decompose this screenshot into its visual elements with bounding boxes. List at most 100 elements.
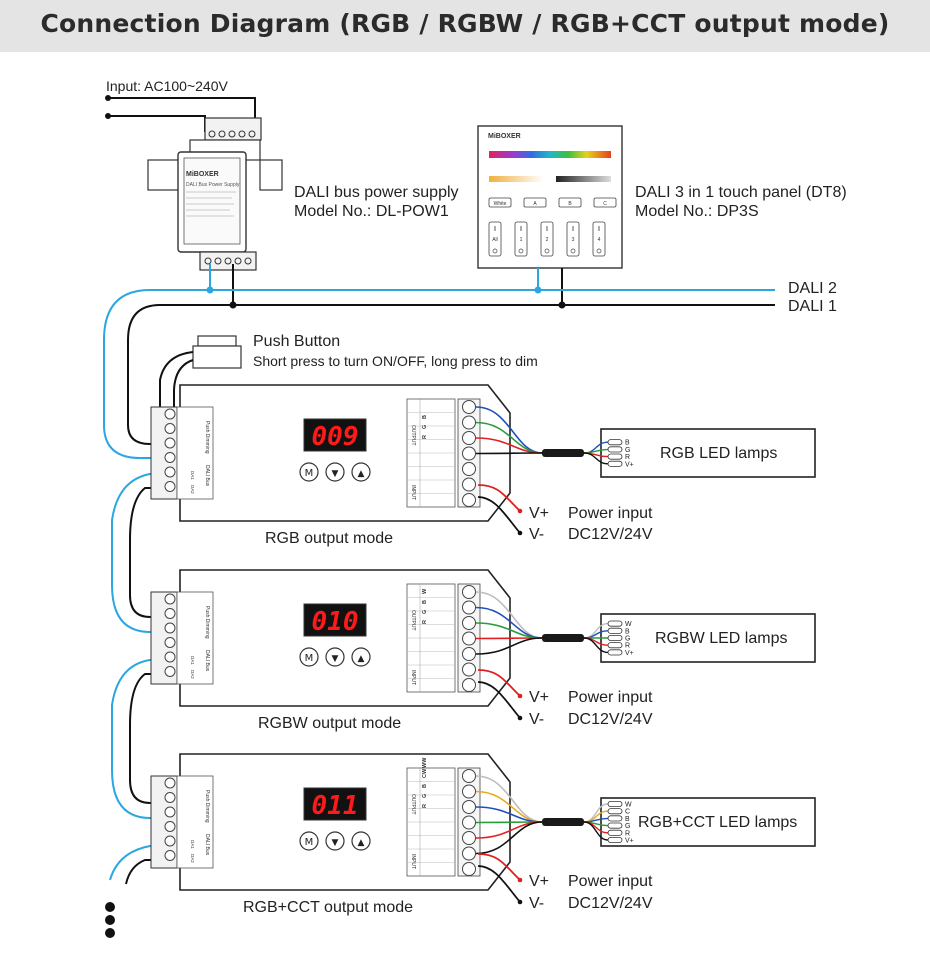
- mode-label-rgbcct: RGB+CCT output mode: [243, 899, 414, 916]
- panel-button-2: [558, 197, 582, 208]
- down-arrow-icon: ▼: [332, 654, 339, 664]
- mode-button-label: M: [305, 837, 314, 848]
- lamp-pin-label-4: V+: [625, 650, 634, 657]
- mode-button[interactable]: [299, 462, 319, 482]
- psu-caption: DALI Bus Power Supply: [186, 182, 240, 188]
- dali-power-supply-device: MiBOXER DALI Bus Power Supply: [147, 117, 283, 271]
- lamp-box: [600, 797, 816, 847]
- lamp-label-rgb: RGB LED lamps: [660, 445, 778, 462]
- led-display: [303, 603, 367, 637]
- up-arrow-icon: ▲: [358, 469, 365, 479]
- panel-button-label-2: B: [568, 201, 572, 207]
- input-caption: INPUT: [410, 854, 416, 869]
- lamp-pin-label-3: V+: [625, 461, 634, 468]
- output-pin-label-0: R: [422, 620, 428, 624]
- led-display: [303, 787, 367, 821]
- terminal-label-dali: DALI Bus: [204, 465, 210, 487]
- up-button[interactable]: [351, 647, 371, 667]
- lamp-pin-label-0: W: [625, 802, 632, 809]
- terminal-label-da2: DA2: [190, 670, 195, 679]
- title-bar: Connection Diagram (RGB / RGBW / RGB+CCT…: [0, 0, 930, 52]
- lamp-label-rgbw: RGBW LED lamps: [655, 630, 788, 647]
- led-display-value: 011: [312, 791, 359, 821]
- lamp-pin-label-1: C: [625, 809, 630, 816]
- dali-daisy-chain: [105, 473, 164, 938]
- output-pin-label-2: B: [422, 415, 428, 419]
- lamp-pin-label-3: R: [625, 643, 630, 650]
- panel-zone-label-3: 3: [572, 237, 575, 243]
- mode-label-rgbw: RGBW output mode: [258, 715, 402, 732]
- lamp-pin-label-0: W: [625, 621, 632, 628]
- panel-button-label-1: A: [533, 201, 537, 207]
- mode-button[interactable]: [299, 647, 319, 667]
- power-voltage-label-1: DC12V/24V: [568, 526, 653, 543]
- panel-button-label-0: White: [494, 201, 507, 207]
- ac-input-label: Input: AC100~240V: [106, 78, 228, 94]
- panel-zone-label-4: 4: [598, 237, 601, 243]
- terminal-label-push: Push Dimming: [204, 606, 210, 639]
- up-button[interactable]: [351, 831, 371, 851]
- input-caption: INPUT: [410, 670, 416, 685]
- terminal-label-da2: DA2: [190, 854, 195, 863]
- lamp-label-rgbcct: RGB+CCT LED lamps: [638, 814, 798, 831]
- touch-panel-model: Model No.: DP3S: [635, 203, 759, 220]
- down-arrow-icon: ▼: [332, 469, 339, 479]
- panel-zone-key-4: [592, 221, 606, 257]
- cable-bundle: [542, 634, 584, 642]
- panel-brand: MiBOXER: [488, 133, 521, 140]
- led-display-value: 009: [312, 422, 359, 452]
- power-input-label-3: Power input: [568, 873, 653, 890]
- dali1-label: DALI 1: [788, 298, 837, 315]
- output-pin-label-1: G: [422, 425, 428, 429]
- led-display-value: 010: [312, 607, 359, 637]
- output-pin-label-0: R: [422, 804, 428, 808]
- cable-bundle: [542, 449, 584, 457]
- down-arrow-icon: ▼: [332, 838, 339, 848]
- output-caption: OUTPUT: [410, 425, 416, 446]
- lamp-pin-label-3: G: [625, 823, 630, 830]
- lamp-pin-label-2: B: [625, 816, 630, 823]
- output-caption: OUTPUT: [410, 610, 416, 631]
- mode-label-rgb: RGB output mode: [265, 530, 394, 547]
- terminal-label-da1: DA1: [190, 656, 195, 665]
- output-pin-label-2: B: [422, 600, 428, 604]
- terminal-label-da1: DA1: [190, 471, 195, 480]
- power-supply-name: DALI bus power supply: [294, 184, 459, 201]
- output-pin-label-1: G: [422, 794, 428, 798]
- power-input-label-2: Power input: [568, 689, 653, 706]
- down-button[interactable]: [325, 462, 345, 482]
- push-button-device: [159, 335, 242, 429]
- output-pin-label-0: R: [422, 435, 428, 439]
- panel-button-0: [488, 197, 512, 208]
- terminal-label-da2: DA2: [190, 485, 195, 494]
- diagram-title: Connection Diagram (RGB / RGBW / RGB+CCT…: [40, 9, 890, 38]
- lamp-pin-label-1: G: [625, 447, 630, 454]
- touch-panel-name: DALI 3 in 1 touch panel (DT8): [635, 184, 847, 201]
- terminal-label-dali: DALI Bus: [204, 650, 210, 672]
- power-voltage-label-3: DC12V/24V: [568, 895, 653, 912]
- push-button-description: Short press to turn ON/OFF, long press t…: [253, 353, 538, 369]
- lamp-pin-label-4: R: [625, 830, 630, 837]
- terminal-label-da1: DA1: [190, 840, 195, 849]
- panel-zone-key-3: [566, 221, 580, 257]
- cable-bundle: [542, 818, 584, 826]
- output-pin-label-3: CW: [422, 768, 428, 778]
- lamp-pin-label-1: B: [625, 628, 630, 635]
- led-display: [303, 418, 367, 452]
- psu-brand: MiBOXER: [186, 171, 219, 178]
- up-arrow-icon: ▲: [358, 654, 365, 664]
- down-button[interactable]: [325, 831, 345, 851]
- output-pin-label-2: B: [422, 784, 428, 788]
- output-pin-label-4: WW: [422, 757, 428, 768]
- mode-button[interactable]: [299, 831, 319, 851]
- lamp-box: [600, 613, 816, 663]
- down-button[interactable]: [325, 647, 345, 667]
- lamp-pin-label-2: G: [625, 636, 630, 643]
- panel-button-1: [523, 197, 547, 208]
- push-button-title: Push Button: [253, 333, 341, 350]
- terminal-label-dali: DALI Bus: [204, 834, 210, 856]
- up-button[interactable]: [351, 462, 371, 482]
